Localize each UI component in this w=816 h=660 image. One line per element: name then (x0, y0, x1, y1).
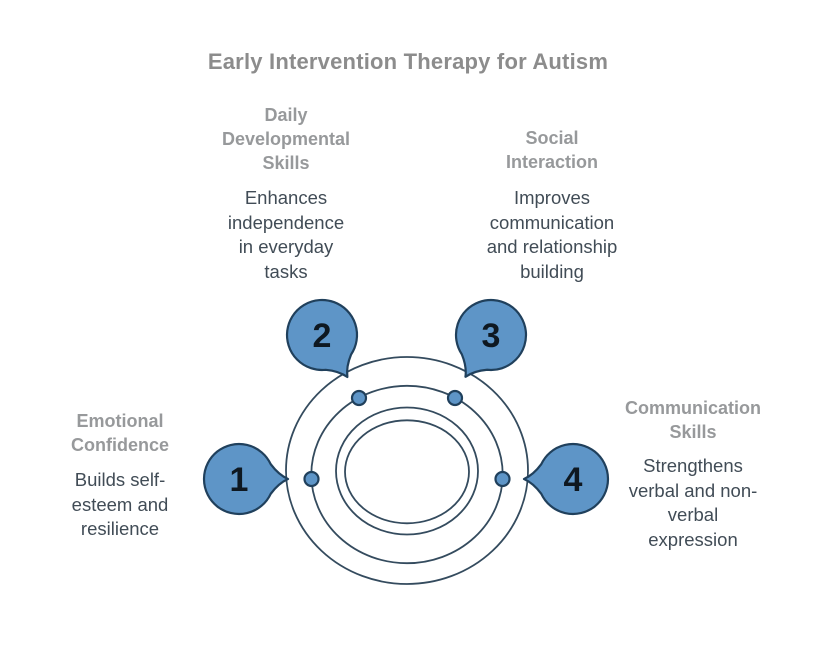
anchor-dot-4 (494, 470, 511, 488)
badge-1-bubble (202, 442, 290, 516)
item-2-heading: Daily Developmental Skills (221, 105, 351, 173)
anchor-dot-3 (446, 389, 464, 407)
anchor-dot-2 (350, 389, 368, 407)
badges: 1 2 3 4 (202, 298, 610, 516)
page-title: Early Intervention Therapy for Autism (207, 49, 609, 74)
ring-second (310, 384, 504, 565)
badge-3-bubble (454, 298, 528, 378)
badge-1: 1 (202, 442, 290, 516)
badge-1-number: 1 (230, 461, 249, 499)
ring-inner (344, 419, 470, 525)
item-3-heading: Social Interaction (505, 128, 598, 172)
badge-3-number: 3 (482, 317, 501, 355)
badge-2-bubble (285, 298, 359, 379)
badge-2: 2 (285, 298, 359, 379)
anchor-dot-1 (303, 470, 320, 488)
ring-outer (285, 356, 529, 585)
item-2-description: Enhances independence in everyday tasks (227, 187, 345, 282)
concentric-rings (285, 356, 529, 585)
badge-4: 4 (522, 442, 610, 516)
item-1-heading: Emotional Confidence (70, 411, 169, 455)
badge-4-number: 4 (564, 461, 583, 499)
ring-anchor-dots (303, 389, 511, 488)
badge-4-bubble (522, 442, 610, 516)
item-1-description: Builds self- esteem and resilience (71, 469, 169, 539)
badge-2-number: 2 (313, 317, 332, 355)
item-4-heading: Communication Skills (624, 398, 761, 442)
ring-third (335, 406, 479, 536)
item-4-description: Strengthens verbal and non- verbal expre… (628, 455, 758, 550)
badge-3: 3 (454, 298, 528, 378)
item-3-description: Improves communication and relationship … (486, 187, 618, 282)
